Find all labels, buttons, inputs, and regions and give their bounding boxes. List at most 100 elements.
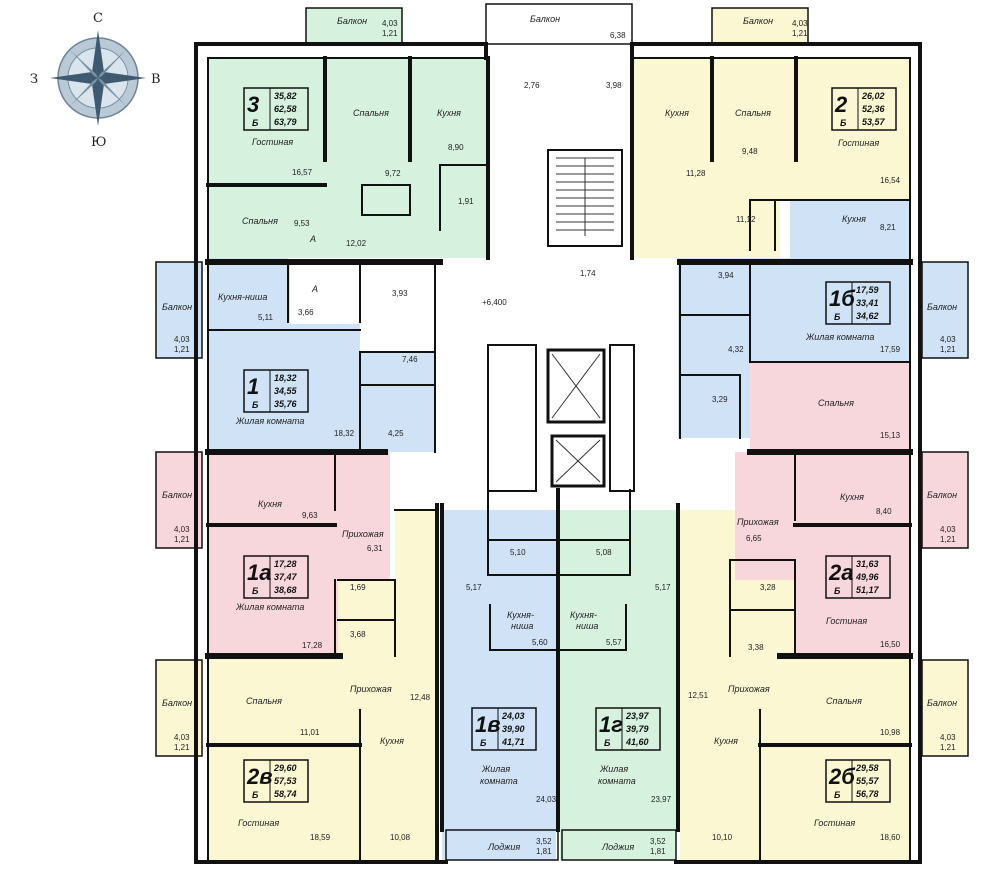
apartment-class: Б [604,738,611,748]
loggia-left-label: Лоджия [487,842,520,852]
a1b-living-area: 17,59 [880,345,901,354]
apartment-area-value: 57,53 [274,776,297,786]
balcony-top-right [712,8,808,44]
apartment-area-value: 23,97 [625,711,650,721]
a2-living-label: Гостиная [838,138,879,148]
apartment-area-value: 41,71 [501,737,525,747]
compass-east: В [151,72,161,87]
loggia-left-w: 3,52 [536,837,552,846]
c1g-hall-area: 5,17 [655,583,671,592]
apartment-class: Б [480,738,487,748]
balcony-left-1-label: Балкон [162,302,192,312]
balcony-right-1-d: 1,21 [940,345,956,354]
a3-bedroom-label: Спальня [353,108,389,118]
apartment-2-area [632,58,910,258]
a2a-living-area: 16,50 [880,640,901,649]
stair-area-c: 1,74 [580,269,596,278]
apartment-area-value: 34,62 [856,311,879,321]
apartment-class: Б [834,312,841,322]
compass-north: С [93,11,103,26]
a1-bath3-area: 4,25 [388,429,404,438]
compass-west: З [30,72,38,87]
balcony-left-2-d: 1,21 [174,535,190,544]
apartment-class: Б [252,586,259,596]
apartment-badges: 3Б35,8262,5863,792Б26,0252,3653,571бБ17,… [243,87,897,803]
apartment-area-value: 49,96 [855,572,880,582]
apartment-1b-area [750,200,910,362]
balcony-left-3-label: Балкон [162,698,192,708]
balcony-top-right-d: 1,21 [792,29,808,38]
apartment-area-value: 38,68 [274,585,297,595]
c1v-niche-label-2: ниша [511,621,533,631]
balcony-right-2-d: 1,21 [940,535,956,544]
a1-niche-label: Кухня-ниша [218,292,267,302]
a2a-bath-area: 3,28 [760,583,776,592]
apartment-class: Б [252,790,259,800]
a2v-living-label: Гостиная [238,818,279,828]
balcony-left-2-w: 4,03 [174,525,190,534]
c1g-living-label-1: Жилая [599,764,628,774]
a2-hall-area: 11,12 [736,215,756,224]
balcony-left-2-label: Балкон [162,490,192,500]
apartment-class: Б [840,118,847,128]
apartment-area-value: 62,58 [274,104,297,114]
a2v-kitchen-label: Кухня [380,736,404,746]
apartment-number: 1а [247,560,271,585]
a1-bath-area: 3,66 [298,308,314,317]
apartment-area-value: 53,57 [862,117,886,127]
apartment-area-value: 41,60 [625,737,649,747]
a2b-hall-label: Прихожая [728,684,770,694]
a1b-living-label: Жилая комната [805,332,874,342]
a2b-hall-area: 12,51 [688,691,709,700]
a2a-living-label: Гостиная [826,616,867,626]
a2b-bedroom-label: Спальня [826,696,862,706]
apartment-number: 2б [828,764,856,789]
balcony-right-2-w: 4,03 [940,525,956,534]
apartment-area-value: 63,79 [274,117,297,127]
a2v-bedroom-label: Спальня [246,696,282,706]
a3-bedroom2-label: Спальня [242,216,278,226]
a2a-hall-label: Прихожая [737,517,779,527]
a2b-kitchen-label: Кухня [714,736,738,746]
a1a-hall-area: 6,31 [367,544,383,553]
a1-living-area: 18,32 [334,429,355,438]
apartment-1g-area [560,510,676,828]
c1v-living-label-2: комната [480,776,518,786]
apartment-area-value: 31,63 [856,559,879,569]
a2v-hall-label: Прихожая [350,684,392,694]
a2a-kitchen-label: Кухня [840,492,864,502]
section-a-marker-2: А [311,284,318,294]
balcony-right-2-label: Балкон [927,490,957,500]
a2a-hall-area: 6,65 [746,534,762,543]
apartment-number: 1б [829,286,856,311]
a1a-hall-label: Прихожая [342,529,384,539]
r-bedroom-label: Спальня [818,398,854,408]
apartment-3-area [208,58,488,258]
c1g-niche-label-2: ниша [576,621,598,631]
a1b-bath-area: 3,94 [718,271,734,280]
a3-kitchen-area: 8,90 [448,143,464,152]
apartment-class: Б [252,118,259,128]
apartment-2v-area [208,510,437,860]
balcony-right-2 [922,452,968,548]
c1v-living-label-1: Жилая [481,764,510,774]
a3-kitchen-label: Кухня [437,108,461,118]
stair-area-b: 3,98 [606,81,622,90]
apartment-area-value: 17,28 [274,559,297,569]
balcony-right-3-d: 1,21 [940,743,956,752]
balcony-right-1-label: Балкон [927,302,957,312]
apartment-area-value: 39,79 [626,724,649,734]
r-bedroom-area: 15,13 [880,431,901,440]
a1a-bath-area: 3,68 [350,630,366,639]
apartment-1v-area [442,510,556,828]
a1a-living-label: Жилая комната [235,602,304,612]
building-core [487,149,635,492]
a1-living-label: Жилая комната [235,416,304,426]
apartment-number: 3 [247,92,259,117]
balcony-right-3-label: Балкон [927,698,957,708]
a2v-living-area: 18,59 [310,833,331,842]
